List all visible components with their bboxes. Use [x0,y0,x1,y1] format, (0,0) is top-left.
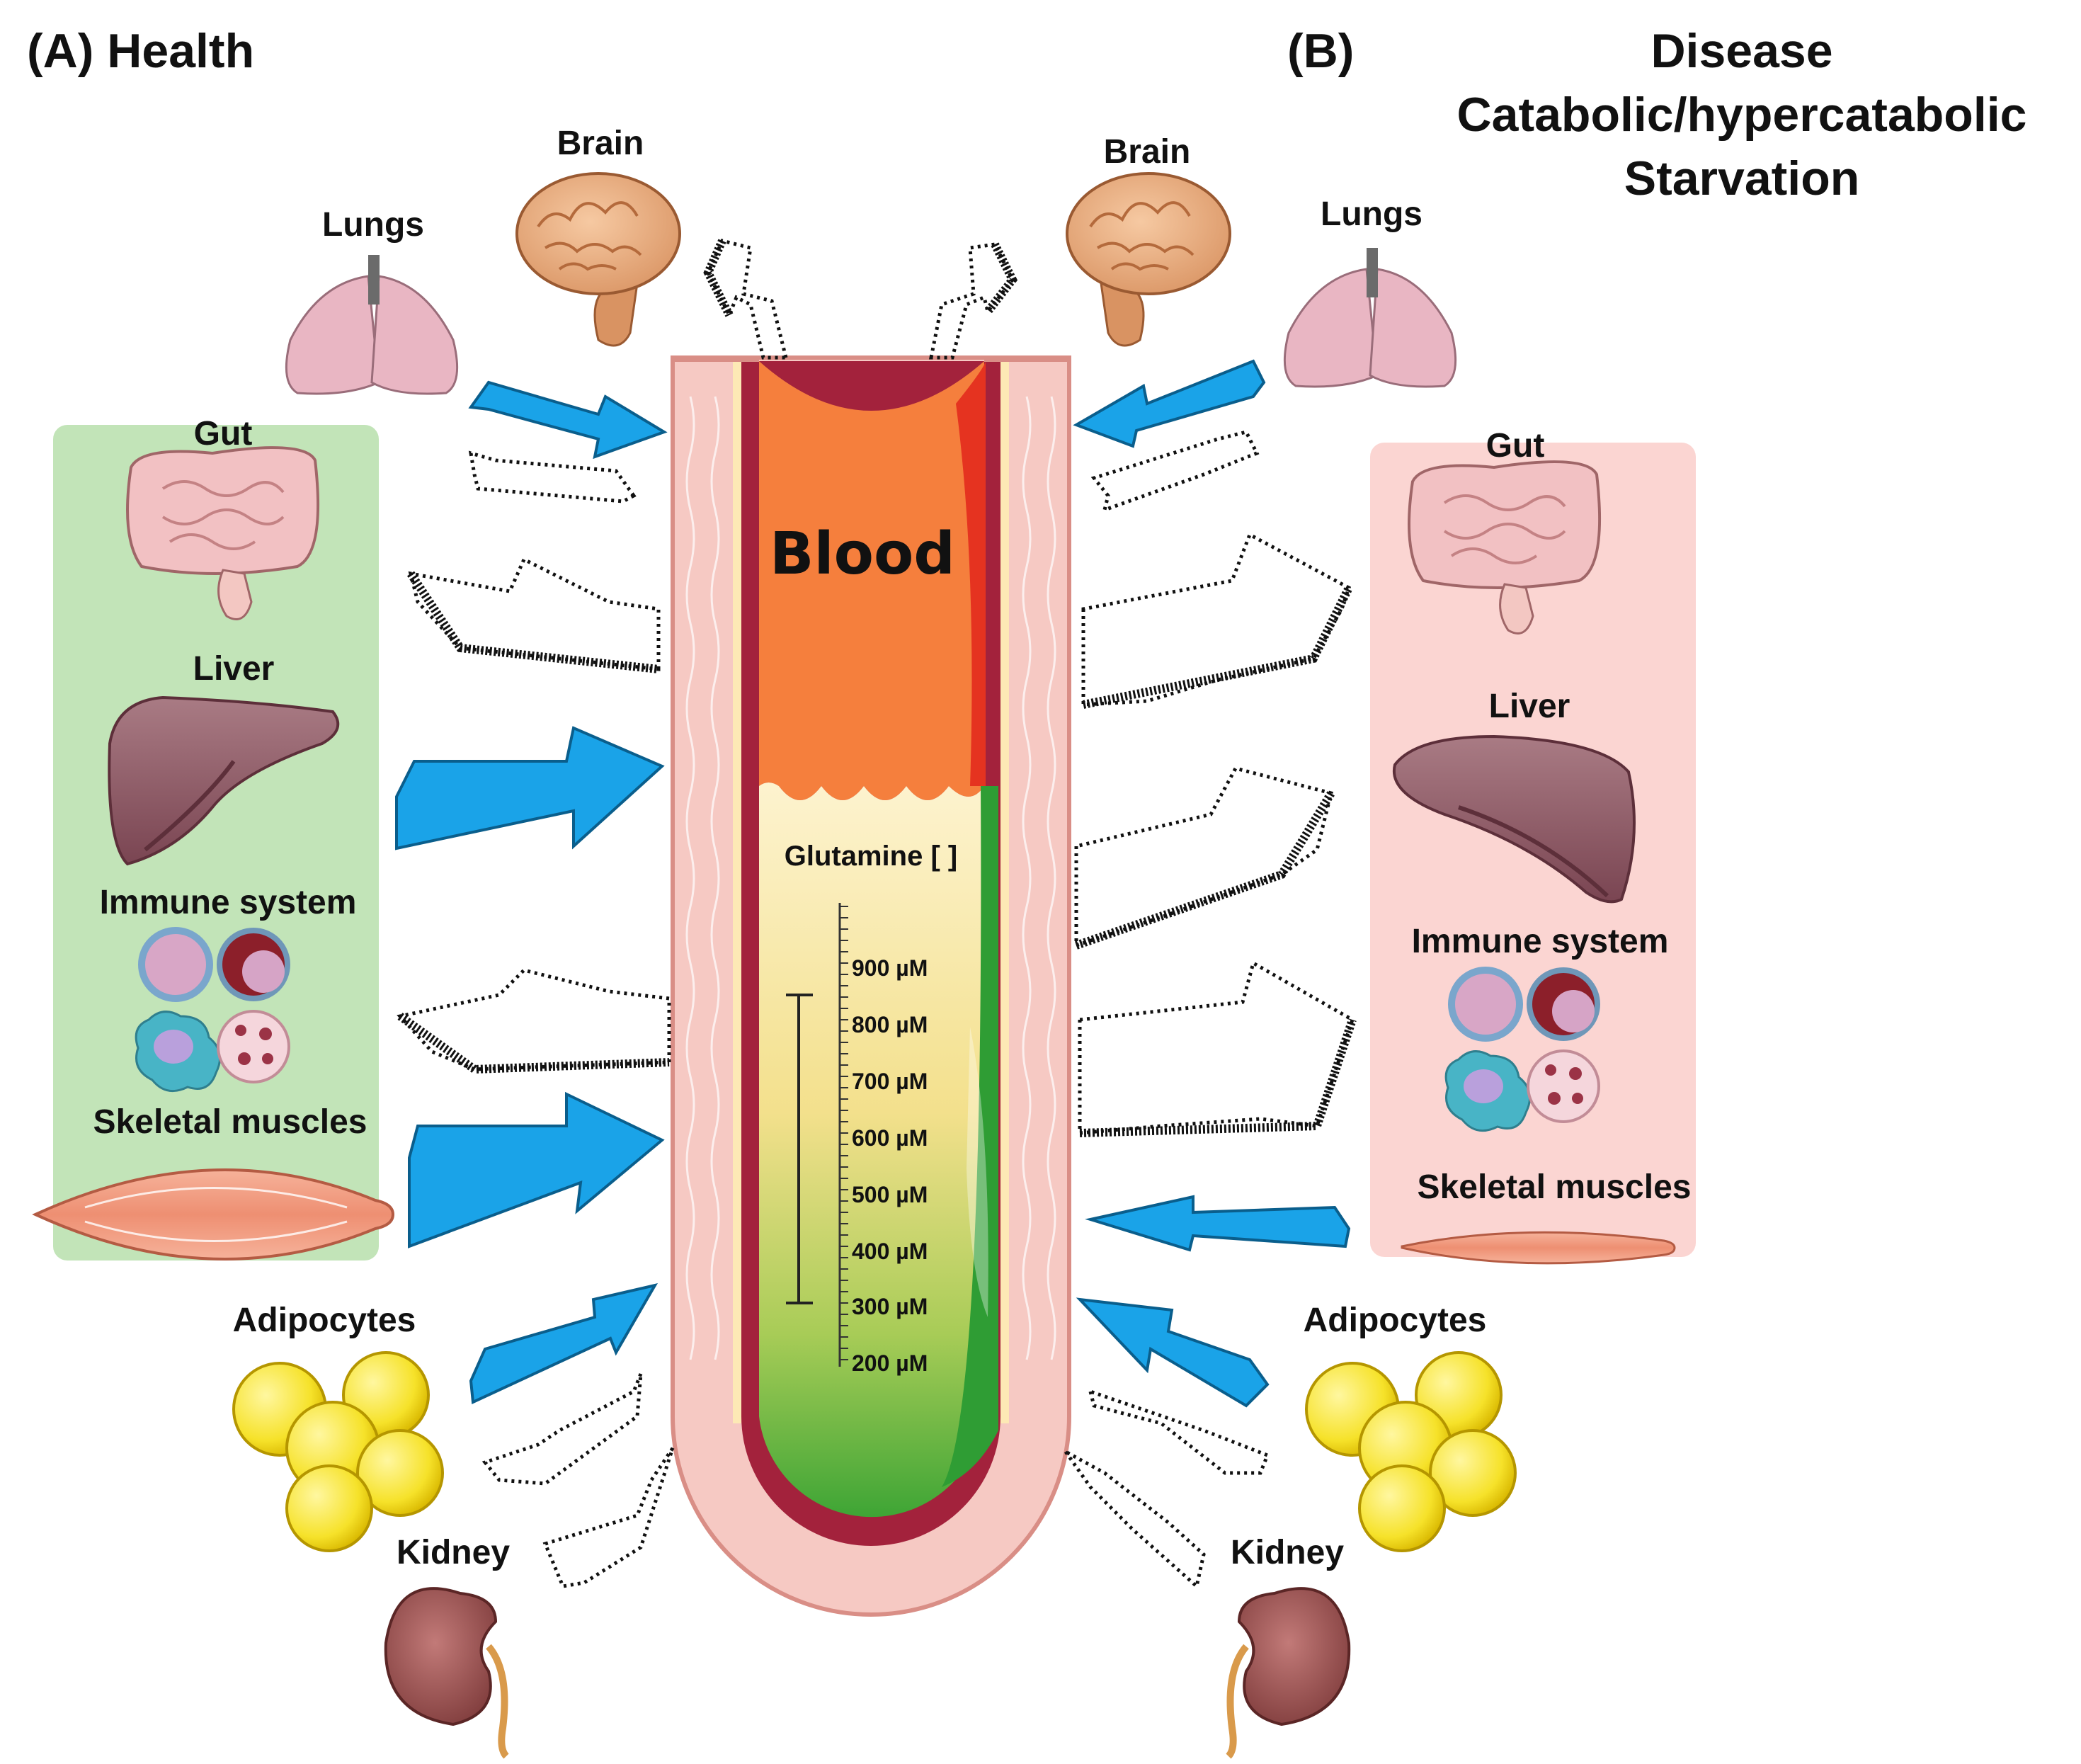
condition-line-2: Catabolic/hypercatabolic [1457,88,2027,142]
arrow-muscle-to-blood-health [408,1091,665,1248]
dotted-arrow-brain-health [706,239,789,360]
blood-label: Blood [770,520,955,588]
lungs-illustration-disease [1283,248,1457,388]
dotted-arrow-gut-disease [1081,532,1352,707]
condition-line-3: Starvation [1624,152,1860,205]
arrow-lungs-to-blood-health [468,380,668,460]
health-highlight-box [53,425,379,1261]
arrow-lungs-to-blood-disease [1073,359,1266,448]
adipocytes-label-disease: Adipocytes [1304,1302,1487,1339]
arrow-adipo-to-blood-disease [1076,1297,1270,1408]
dotted-arrow-adipo-low-health [481,1373,643,1486]
vessel-adventitia-left [733,361,741,1423]
gut-illustration-health [126,446,320,620]
tick-200: 200 µM [852,1350,928,1376]
arrow-muscle-to-blood-disease [1085,1195,1351,1252]
blood-right-streak [956,361,986,786]
kidney-label-disease: Kidney [1231,1534,1344,1571]
liver-label-disease: Liver [1489,688,1570,725]
immune-label-health: Immune system [100,884,357,921]
tick-400: 400 µM [852,1239,928,1264]
tick-700: 700 µM [852,1069,928,1094]
immune-cells-illustration-health [135,927,290,1093]
gut-label-disease: Gut [1486,427,1545,465]
adipocytes-label-health: Adipocytes [233,1302,416,1339]
dotted-arrow-kidney-health [542,1447,675,1588]
tick-600: 600 µM [852,1125,928,1151]
tick-800: 800 µM [852,1012,928,1037]
dotted-arrow-immune-health [397,968,671,1071]
panel-a-title: (A) Health [27,24,254,78]
kidney-illustration-health [384,1587,509,1759]
adipocytes-illustration-health [232,1351,444,1552]
dotted-arrow-lungs-disease [1090,430,1260,513]
glutamine-right-edge [942,786,998,1487]
brain-label-health: Brain [557,125,644,162]
kidney-illustration-disease [1226,1587,1351,1759]
brain-illustration-disease [1066,172,1231,347]
tick-500: 500 µM [852,1182,928,1207]
brain-illustration-health [515,172,681,347]
immune-cells-illustration-disease [1444,967,1600,1132]
concentration-scale: 900 µM 800 µM 700 µM 600 µM 500 µM 400 µ… [786,903,928,1376]
liver-label-health: Liver [193,650,275,688]
condition-line-1: Disease [1650,24,1832,78]
dotted-arrow-kidney-disease [1064,1450,1206,1590]
arrow-adipo-to-blood-health [469,1283,658,1404]
glutamine-region [759,783,984,1518]
flux-arrows-active [395,359,1351,1408]
immune-label-disease: Immune system [1412,923,1669,960]
blood-lumen [759,361,984,800]
arrow-liver-to-blood-health [395,726,665,850]
dotted-arrow-gut-health [408,557,661,671]
flux-arrows-inactive-edges [397,239,1357,1137]
dotted-arrow-adipo-low-disease [1088,1389,1270,1475]
adipocytes-illustration-disease [1305,1351,1517,1552]
lungs-label-disease: Lungs [1321,195,1423,233]
gut-illustration-disease [1408,460,1602,635]
lungs-label-health: Lungs [322,206,424,244]
gut-label-health: Gut [194,415,253,453]
muscle-label-health: Skeletal muscles [93,1103,367,1141]
dotted-arrow-lungs-health [468,450,637,503]
kidney-label-health: Kidney [397,1534,510,1571]
skeletal-muscle-illustration-disease [1401,1231,1676,1265]
dotted-arrow-immune-disease [1078,960,1355,1135]
skeletal-muscle-illustration-health [32,1168,395,1261]
tick-900: 900 µM [852,955,928,981]
liver-illustration-health [108,695,340,866]
vessel-adventitia-right [1000,361,1009,1423]
muscle-label-disease: Skeletal muscles [1418,1168,1692,1206]
glutamine-highlight [967,1027,988,1317]
brain-label-disease: Brain [1104,133,1191,171]
panel-b-title: (B) [1287,24,1354,78]
liver-illustration-disease [1392,734,1636,904]
normal-range-bracket [786,994,813,1304]
vessel-wall-texture [685,396,1056,1360]
glutamine-label: Glutamine [ ] [785,841,957,872]
tick-300: 300 µM [852,1294,928,1319]
blood-vessel: Blood Glutamine [ ] 900 µM 800 µM 700 µM… [671,355,1071,1617]
lungs-illustration-health [285,255,459,395]
